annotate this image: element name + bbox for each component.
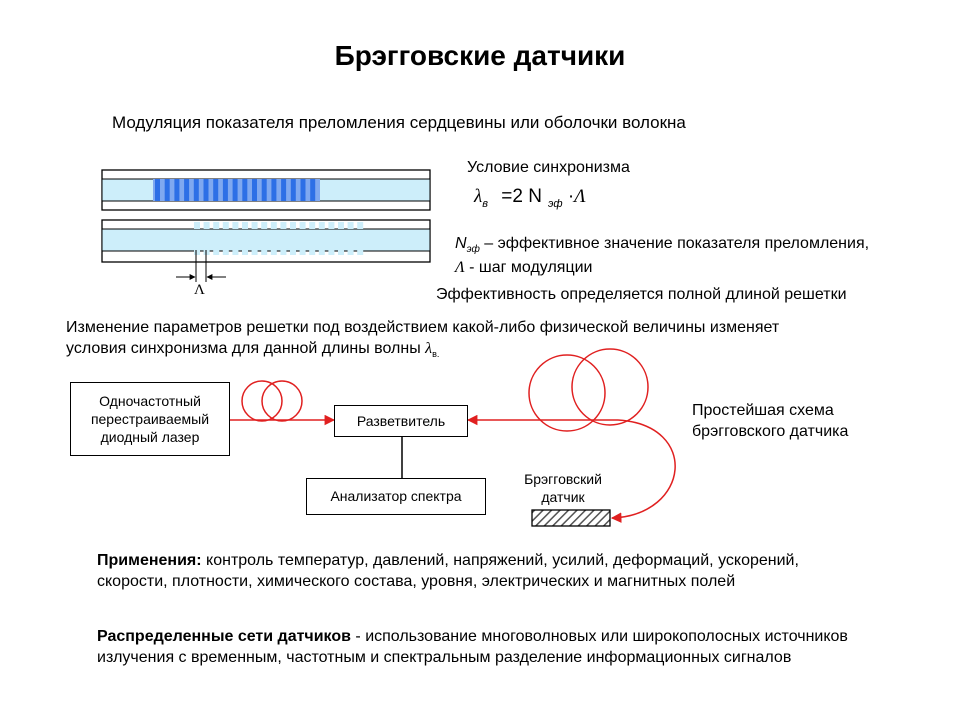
change-lambda: λ — [425, 340, 433, 357]
cladding-grating-stripe — [280, 248, 287, 255]
cladding-grating-stripe — [347, 222, 354, 229]
lambda-subscript: в — [482, 197, 488, 210]
applications-label: Применения: — [97, 552, 202, 569]
bragg-sensor-element — [531, 509, 611, 527]
grating-stripe — [203, 179, 209, 201]
grating-stripe — [271, 179, 277, 201]
fiber-cladding-grating — [101, 219, 431, 263]
cladding-grating-stripe — [309, 248, 316, 255]
cladding-grating-stripe — [213, 222, 220, 229]
cladding-grating-stripe — [194, 248, 200, 255]
fiber-core-grating — [101, 169, 431, 211]
cladding-grating-stripe — [318, 222, 325, 229]
cladding-grating-stripe — [203, 248, 210, 255]
splitter-box: Разветвитель — [334, 405, 468, 437]
cladding-grating-stripe — [232, 248, 239, 255]
applications-text: контроль температур, давлений, напряжени… — [97, 552, 799, 590]
cladding-grating-stripe — [242, 222, 248, 229]
grating-stripe — [222, 179, 228, 201]
formula-eq: =2 N — [501, 186, 542, 207]
cladding-grating-stripe — [328, 222, 335, 229]
analyzer-box: Анализатор спектра — [306, 478, 486, 515]
scheme-caption: Простейшая схема брэгговского датчика — [692, 402, 849, 440]
cladding-grating-stripe — [299, 248, 306, 255]
cladding-grating-stripe — [280, 222, 287, 229]
cladding-grating-stripe — [357, 248, 364, 255]
cladding-grating-stripe — [251, 248, 258, 255]
cladding-grating-stripe — [357, 222, 364, 229]
grating-stripe — [281, 179, 287, 201]
networks-paragraph: Распределенные сети датчиков - использов… — [97, 626, 887, 668]
neff-sym: N — [455, 235, 467, 252]
cladding-grating-stripe — [203, 222, 210, 229]
cladding-grating-stripe — [309, 222, 316, 229]
grating-stripe — [310, 179, 316, 201]
subtitle: Модуляция показателя преломления сердцев… — [112, 113, 686, 132]
splitter-label: Разветвитель — [356, 413, 446, 429]
period-definition: Λ - шаг модуляции — [455, 257, 592, 278]
period-label: Λ — [194, 282, 205, 298]
formula-dot: · — [567, 186, 575, 207]
networks-label: Распределенные сети датчиков — [97, 628, 351, 645]
change-lambda-sub: в. — [432, 349, 440, 360]
scheme-connections — [230, 348, 676, 523]
neff-def-sub: эф — [466, 244, 480, 256]
sync-formula: λв =2 N эф ·Λ — [474, 186, 586, 210]
grating-stripe — [252, 179, 257, 201]
cladding-grating-stripe — [213, 248, 220, 255]
sensor-label: Брэгговский датчик — [524, 471, 602, 505]
change-line-2: условия синхронизма для данной длины вол… — [66, 338, 946, 365]
period-def-sym: Λ — [455, 259, 465, 276]
cladding-grating-stripe — [338, 248, 344, 255]
cladding-grating-stripe — [222, 248, 229, 255]
analyzer-label: Анализатор спектра — [330, 488, 462, 504]
neff-subscript: эф — [547, 197, 563, 210]
cladding-grating-stripe — [232, 222, 239, 229]
cladding-grating-stripe — [338, 222, 344, 229]
period-marker — [176, 250, 226, 282]
change-description: Изменение параметров решетки под воздейс… — [66, 317, 946, 365]
cladding-grating-stripe — [222, 222, 229, 229]
cladding-grating-stripe — [270, 222, 277, 229]
applications-paragraph: Применения: контроль температур, давлени… — [97, 550, 847, 592]
cladding-grating-stripe — [270, 248, 277, 255]
grating-stripe — [155, 179, 160, 201]
grating-stripe — [193, 179, 199, 201]
sync-title: Условие синхронизма — [467, 159, 630, 176]
cladding-grating-stripe — [328, 248, 335, 255]
neff-def-text: – эффективное значение показателя прелом… — [479, 235, 870, 252]
change-line-1: Изменение параметров решетки под воздейс… — [66, 319, 780, 336]
period-def-text: - шаг модуляции — [464, 259, 593, 276]
grating-stripe — [184, 179, 190, 201]
grating-stripe — [300, 179, 306, 201]
cladding-grating-stripe — [318, 248, 325, 255]
laser-box: Одночастотный перестраиваемый диодный ла… — [70, 382, 230, 456]
cladding-grating-stripe — [261, 222, 268, 229]
cladding-grating-stripe — [251, 222, 258, 229]
grating-stripe — [261, 179, 267, 201]
laser-label: Одночастотный перестраиваемый диодный ла… — [90, 393, 210, 445]
cladding-grating-stripe — [194, 222, 200, 229]
grating-stripe — [242, 179, 248, 201]
grating-stripe — [174, 179, 180, 201]
grating-stripe — [213, 179, 219, 201]
change-line-2-text: условия синхронизма для данной длины вол… — [66, 340, 421, 357]
slide-title: Брэгговские датчики — [334, 40, 626, 71]
grating-stripe — [290, 179, 296, 201]
networks-text: - использование многоволновых или широко… — [97, 628, 848, 666]
grating-stripe — [164, 179, 170, 201]
grating-stripe — [232, 179, 238, 201]
cladding-grating-stripe — [290, 248, 296, 255]
period-symbol: Λ — [574, 186, 586, 207]
neff-definition: Nэф – эффективное значение показателя пр… — [455, 233, 869, 260]
cladding-grating-stripe — [290, 222, 296, 229]
efficiency-note: Эффективность определяется полной длиной… — [436, 286, 847, 303]
cladding-grating-stripe — [299, 222, 306, 229]
cladding-grating-stripe — [242, 248, 248, 255]
cladding-grating-stripe — [347, 248, 354, 255]
cladding-grating-stripe — [261, 248, 268, 255]
lambda-symbol: λ — [474, 186, 483, 207]
